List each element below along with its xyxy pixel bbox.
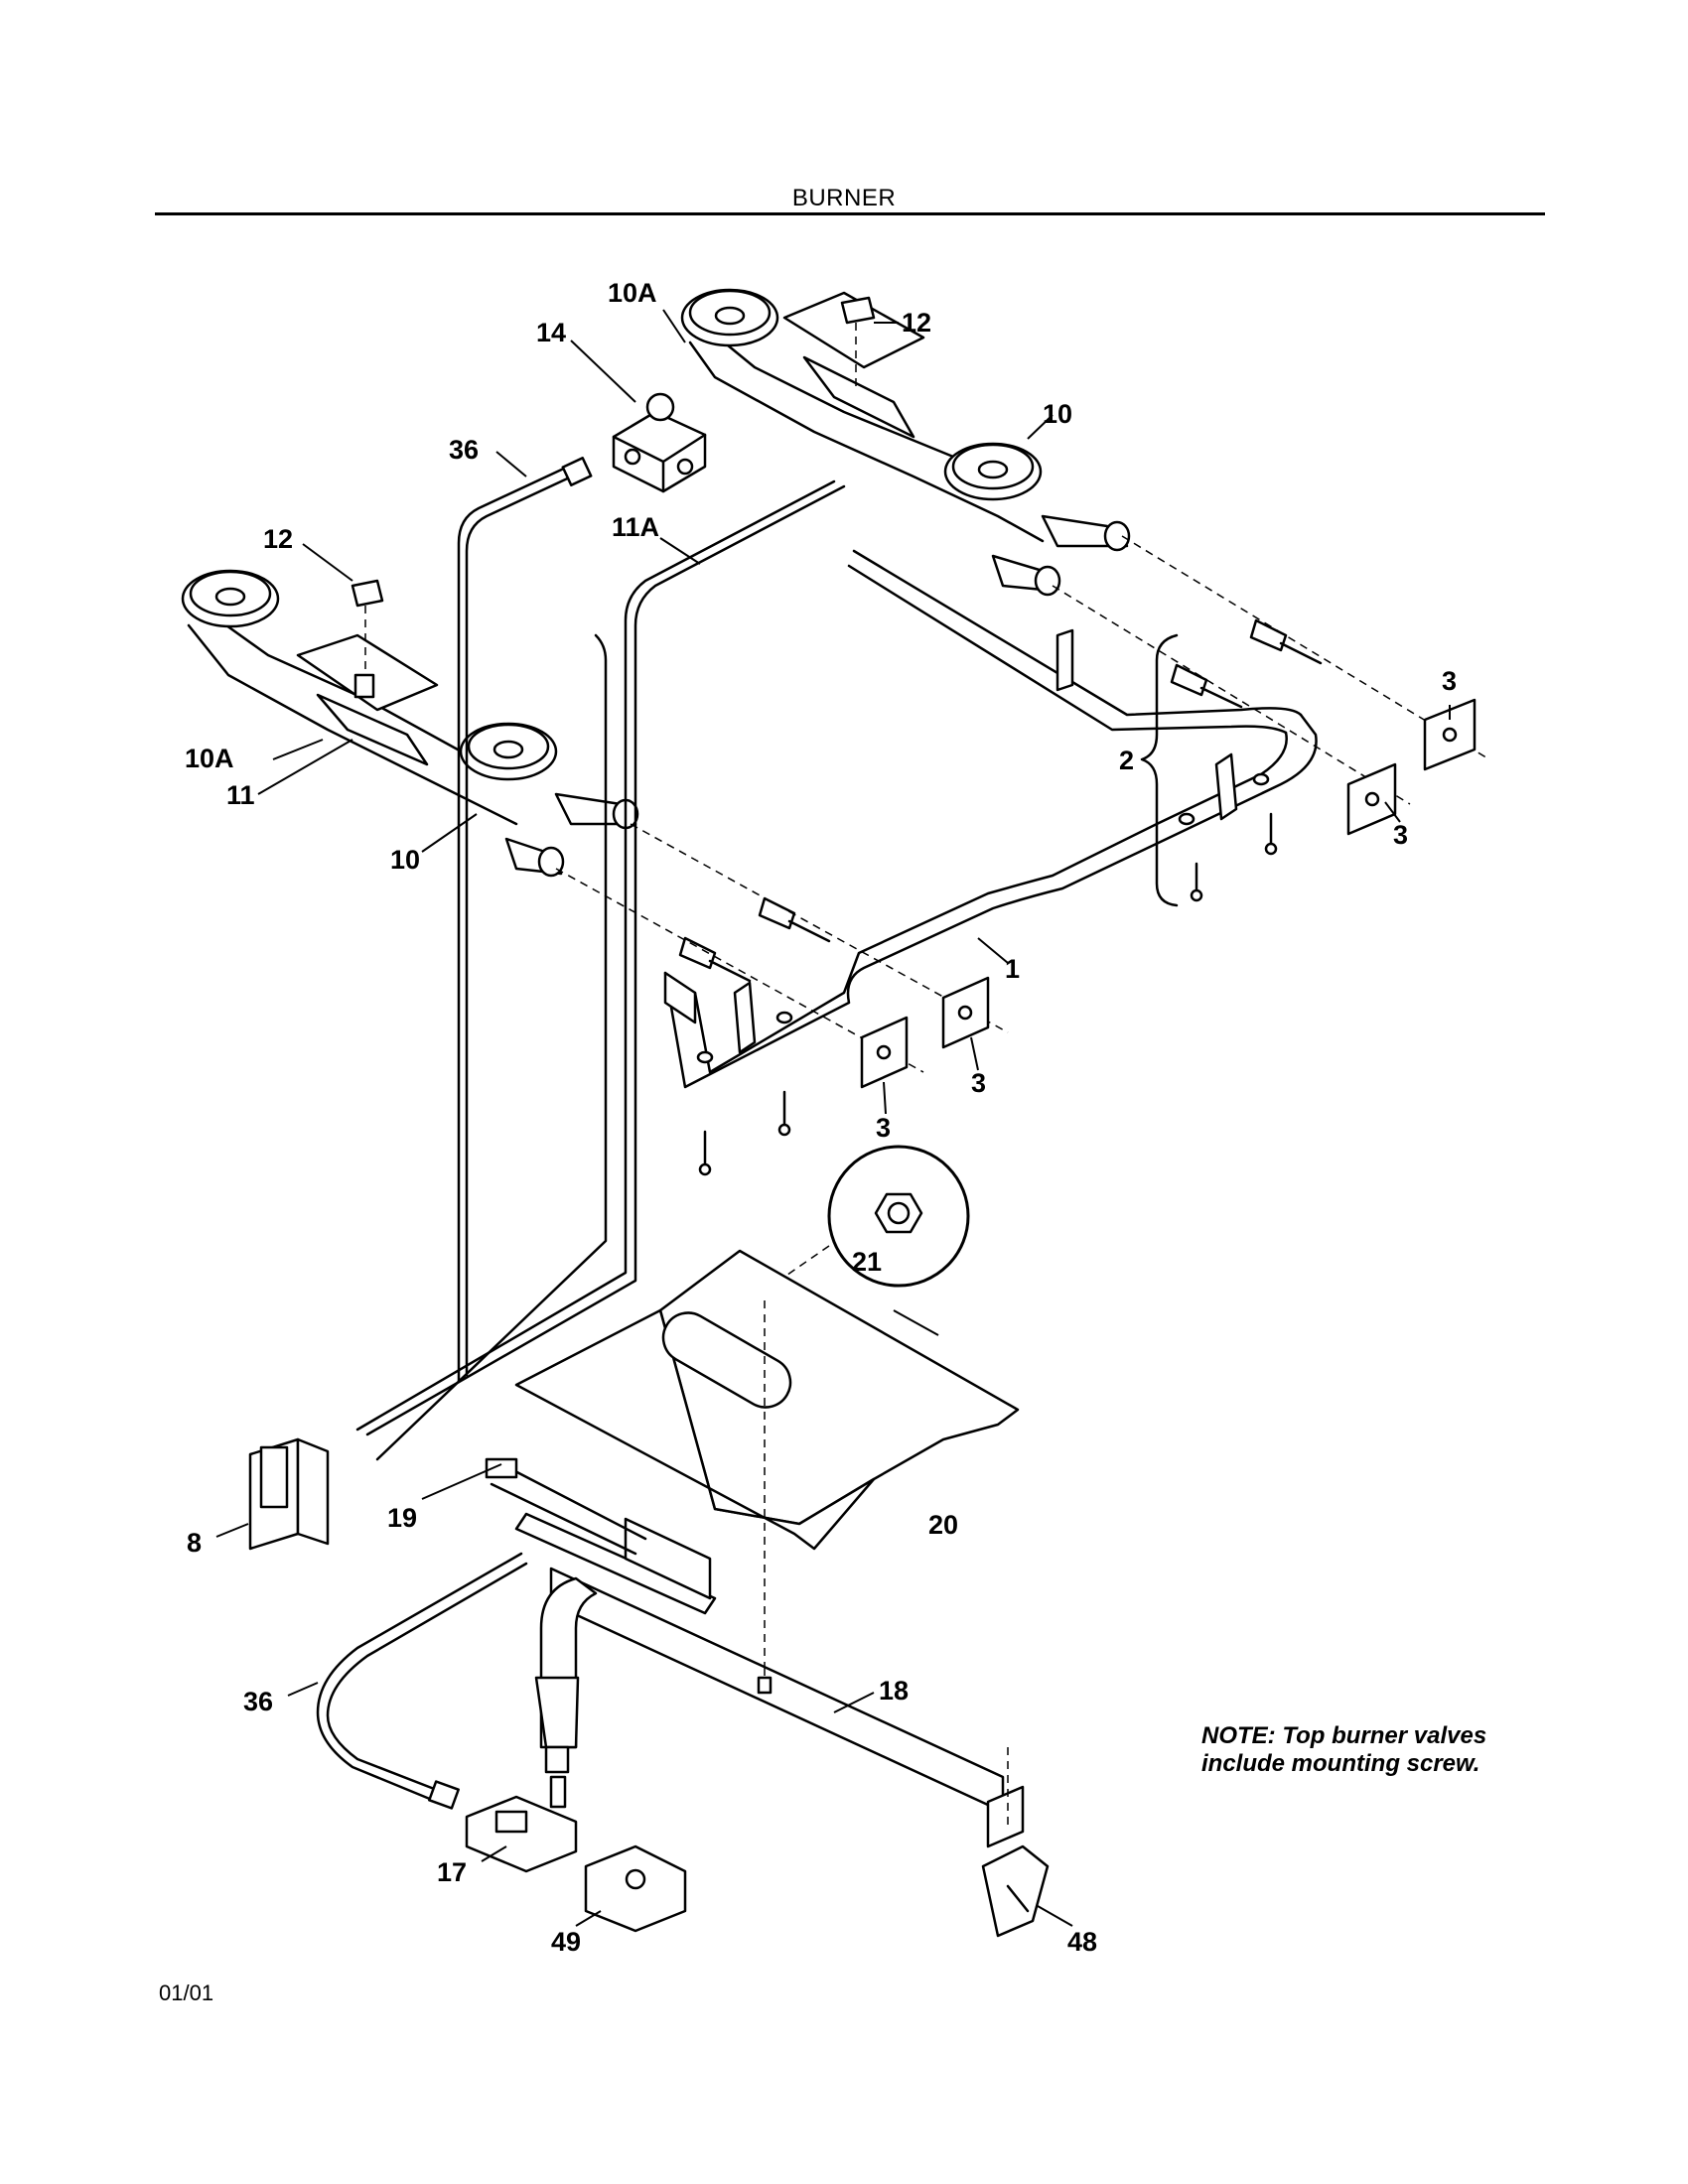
- page-title: BURNER: [791, 185, 897, 211]
- callout-14: 14: [536, 318, 566, 347]
- leader-lines: [215, 309, 1451, 1927]
- callout-21: 21: [852, 1247, 882, 1277]
- valve-plates: [860, 698, 1477, 1089]
- safety-valve: [465, 1775, 578, 1873]
- callout-3-c: 3: [971, 1068, 986, 1098]
- bake-burner: [534, 1567, 1025, 1848]
- bracket-12-front: [351, 579, 384, 675]
- callout-10-rear: 10: [1043, 399, 1072, 429]
- note-line-1: NOTE: Top burner valves: [1201, 1722, 1487, 1749]
- bracket-brace-2: [1140, 633, 1179, 907]
- electrode-11: [353, 673, 375, 699]
- bracket-48: [981, 1844, 1050, 1938]
- callout-12-rear: 12: [902, 308, 931, 338]
- callout-2: 2: [1119, 746, 1134, 775]
- bake-igniter: [485, 1457, 717, 1615]
- callout-19: 19: [387, 1503, 417, 1533]
- front-burner-assembly: [181, 569, 639, 878]
- callout-12-front: 12: [263, 524, 293, 554]
- bracket-12-rear: [840, 296, 876, 392]
- pressure-regulator: [612, 392, 707, 493]
- callout-10A-rear: 10A: [608, 278, 657, 308]
- gas-line-36-lower: [316, 1552, 523, 1804]
- heat-shield: [514, 1249, 1020, 1668]
- callout-11: 11: [226, 780, 255, 810]
- manifold-pipe: [663, 549, 1318, 1089]
- callout-10-front: 10: [390, 845, 420, 875]
- callout-3-b: 3: [1393, 820, 1408, 850]
- callout-labels: 10A 12 14 10 36 11A 12 10A 11 10 1 2 3 3…: [185, 278, 1457, 1957]
- callout-18: 18: [879, 1676, 909, 1706]
- gas-tubing: [355, 457, 846, 1461]
- bracket-49: [584, 1844, 687, 1933]
- callout-3-a: 3: [1442, 666, 1457, 696]
- fitting: [428, 1780, 460, 1810]
- bracket-8: [248, 1437, 330, 1551]
- note-line-2: include mounting screw.: [1201, 1750, 1480, 1777]
- callout-8: 8: [187, 1528, 202, 1558]
- callout-36-upper: 36: [449, 435, 479, 465]
- note-text: NOTE: Top burner valves include mounting…: [1201, 1722, 1486, 1778]
- callout-11A: 11A: [612, 512, 659, 542]
- callout-3-d: 3: [876, 1113, 891, 1143]
- callout-20: 20: [928, 1510, 958, 1540]
- title-divider: [155, 212, 1545, 215]
- mounting-screws: [698, 812, 1278, 1176]
- footer-date: 01/01: [159, 1980, 214, 2005]
- rear-burner-assembly: [680, 288, 1131, 597]
- nut-detail-circle: [753, 1145, 970, 1304]
- callout-1: 1: [1005, 954, 1020, 984]
- callout-17: 17: [437, 1857, 467, 1887]
- callout-10A-front: 10A: [185, 744, 234, 773]
- callout-49: 49: [551, 1927, 581, 1957]
- callout-48: 48: [1067, 1927, 1097, 1957]
- callout-36-lower: 36: [243, 1687, 273, 1716]
